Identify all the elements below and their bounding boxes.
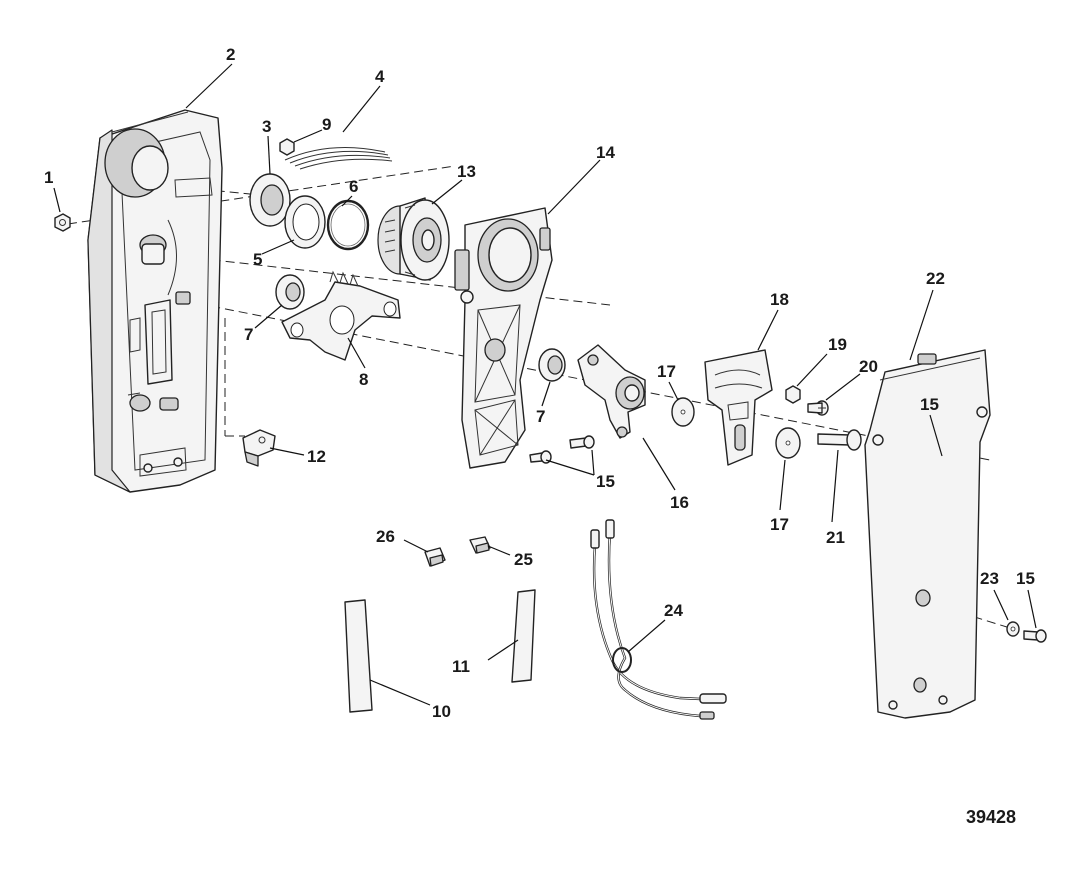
callout-7-upper: 7 — [244, 325, 253, 344]
callout-6: 6 — [349, 177, 358, 196]
part-5-washer — [284, 195, 326, 249]
callout-11: 11 — [452, 657, 470, 676]
callout-25: 25 — [514, 550, 533, 569]
callout-15-cover-lower: 15 — [1016, 569, 1035, 588]
callout-7-lower: 7 — [536, 407, 545, 426]
callout-23: 23 — [980, 569, 999, 588]
part-17-washer-lower — [775, 427, 801, 459]
part-15-screw-plate-lower — [529, 450, 552, 464]
callout-15-plate: 15 — [596, 472, 615, 491]
part-7-bushing-lower — [538, 348, 566, 382]
part-19-nut — [785, 385, 801, 404]
part-11-decal — [511, 589, 536, 683]
callout-22: 22 — [926, 269, 945, 288]
part-2-front-housing — [87, 109, 223, 493]
callout-17-upper: 17 — [657, 362, 676, 381]
part-15-screw-cover-lower — [1023, 629, 1047, 643]
part-16-lever-arm — [577, 344, 646, 439]
callout-labels: 1 2 3 4 5 6 7 7 8 9 10 11 12 13 14 15 15… — [44, 45, 1035, 827]
callout-19: 19 — [828, 335, 847, 354]
callout-24: 24 — [664, 601, 683, 620]
part-10-decal — [344, 599, 373, 713]
callout-2: 2 — [226, 45, 235, 64]
part-17-washer-upper — [671, 397, 695, 427]
callout-4: 4 — [375, 67, 385, 86]
callout-17-lower: 17 — [770, 515, 789, 534]
callout-10: 10 — [432, 702, 451, 721]
part-18-bracket — [704, 349, 773, 466]
part-7-bushing-upper — [275, 274, 305, 310]
part-1-nut — [54, 213, 71, 232]
callout-15-cover: 15 — [920, 395, 939, 414]
part-21-bolt — [817, 429, 862, 451]
callout-8: 8 — [359, 370, 368, 389]
part-4-strips — [284, 147, 393, 170]
part-25-clip — [469, 536, 491, 554]
part-15-screw-plate-upper — [569, 435, 595, 449]
part-26-clip — [424, 547, 446, 567]
part-22-rear-cover — [864, 349, 991, 719]
part-12-switch — [242, 429, 276, 467]
callout-16: 16 — [670, 493, 689, 512]
callout-12: 12 — [307, 447, 326, 466]
part-13-gear-assembly — [377, 197, 450, 281]
part-23-washer — [1006, 621, 1020, 637]
part-6-snap-ring — [326, 199, 370, 251]
callout-21: 21 — [826, 528, 845, 547]
part-8-shift-lever — [281, 270, 401, 361]
part-20-screw — [807, 400, 829, 416]
part-3-bushing — [249, 173, 291, 227]
callout-9: 9 — [322, 115, 331, 134]
callout-13: 13 — [457, 162, 476, 181]
part-14-main-plate — [454, 207, 553, 469]
callout-5: 5 — [253, 250, 262, 269]
part-9-nut — [279, 138, 295, 156]
callout-20: 20 — [859, 357, 878, 376]
leader-lines — [53, 63, 1037, 706]
callout-18: 18 — [770, 290, 789, 309]
part-24-wire-harness — [590, 519, 727, 720]
callout-1: 1 — [44, 168, 53, 187]
callout-26: 26 — [376, 527, 395, 546]
figure-number: 39428 — [966, 807, 1016, 827]
callout-14: 14 — [596, 143, 615, 162]
callout-3: 3 — [262, 117, 271, 136]
